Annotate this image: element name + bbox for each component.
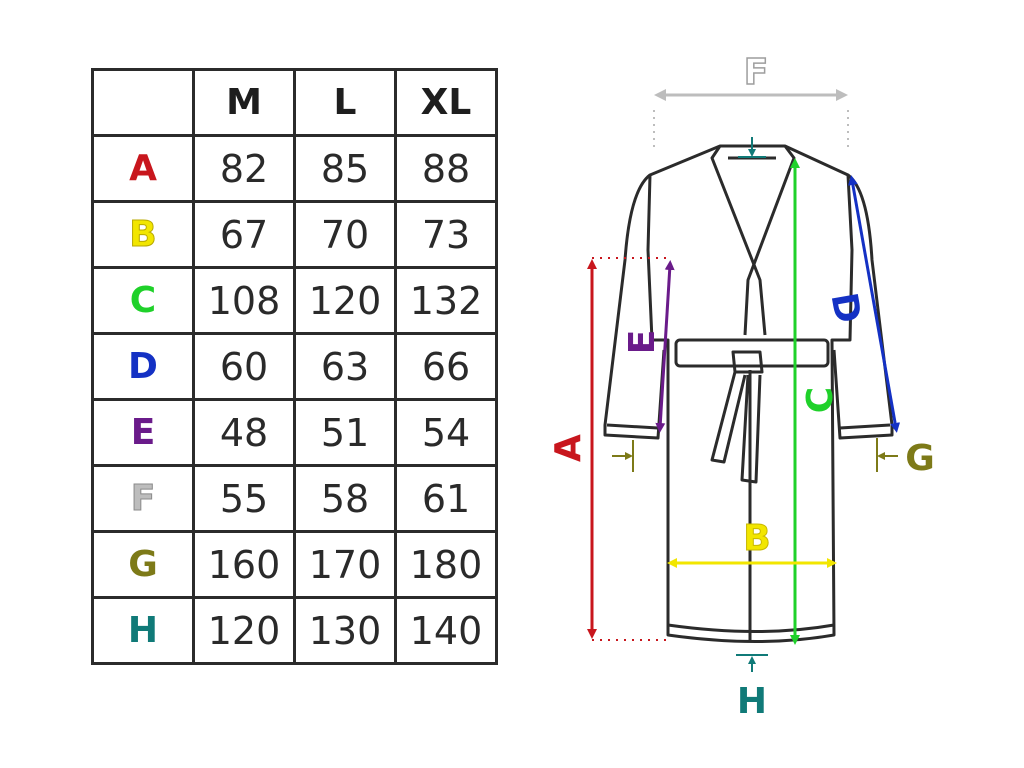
table-cell: 61 — [394, 464, 498, 533]
table-cell: 58 — [293, 464, 397, 533]
table-cell: 60 — [192, 332, 296, 401]
measure-h: H — [736, 137, 768, 722]
size-header-l: L — [293, 68, 397, 137]
table-row: C 108 120 132 — [91, 266, 498, 335]
robe-hem — [667, 623, 835, 633]
row-label-b: B — [91, 200, 195, 269]
diagram-label-a: A — [548, 434, 589, 462]
robe-belt-tail-right — [740, 374, 762, 484]
table-cell: 108 — [192, 266, 296, 335]
table-cell: 51 — [293, 398, 397, 467]
diagram-label-d: D — [823, 290, 869, 327]
bathrobe-measurement-diagram: F H C D A E B G — [548, 51, 935, 722]
measure-e-arrow — [655, 260, 675, 433]
robe-belt-tail-left — [710, 371, 747, 464]
table-cell: 63 — [293, 332, 397, 401]
table-cell: 55 — [192, 464, 296, 533]
table-cell: 48 — [192, 398, 296, 467]
table-cell: 170 — [293, 530, 397, 599]
bathrobe-outline — [603, 144, 894, 643]
table-header-row: M L XL — [91, 68, 498, 137]
table-corner-cell — [91, 68, 195, 137]
row-label-h: H — [91, 596, 195, 665]
diagram-label-e: E — [622, 330, 663, 355]
table-row: H 120 130 140 — [91, 596, 498, 665]
size-header-xl: XL — [394, 68, 498, 137]
row-label-f: F — [91, 464, 195, 533]
robe-belt-knot — [731, 350, 764, 374]
table-cell: 120 — [192, 596, 296, 665]
robe-collar-right — [743, 145, 796, 336]
diagram-label-b: B — [743, 518, 770, 559]
measure-e: E — [622, 260, 675, 433]
diagram-label-g: G — [905, 438, 935, 479]
robe-collar-left — [710, 145, 767, 336]
measure-a: A — [548, 257, 668, 641]
measure-d-arrow — [847, 175, 901, 433]
table-row: G 160 170 180 — [91, 530, 498, 599]
table-cell: 54 — [394, 398, 498, 467]
measure-d: D — [823, 175, 901, 433]
table-cell: 82 — [192, 134, 296, 203]
table-cell: 160 — [192, 530, 296, 599]
table-cell: 120 — [293, 266, 397, 335]
size-chart-table: M L XL A 82 85 88 B 67 70 73 C 108 120 1… — [91, 68, 498, 665]
table-row: F 55 58 61 — [91, 464, 498, 533]
diagram-label-c: C — [800, 387, 841, 413]
robe-belt — [674, 338, 830, 368]
measure-g: G — [612, 438, 935, 479]
table-cell: 130 — [293, 596, 397, 665]
table-cell: 70 — [293, 200, 397, 269]
robe-right-cuff — [839, 423, 891, 430]
robe-left-cuff — [606, 423, 659, 430]
row-label-e: E — [91, 398, 195, 467]
row-label-a: A — [91, 134, 195, 203]
table-cell: 132 — [394, 266, 498, 335]
table-row: E 48 51 54 — [91, 398, 498, 467]
table-cell: 140 — [394, 596, 498, 665]
table-cell: 67 — [192, 200, 296, 269]
row-label-g: G — [91, 530, 195, 599]
diagram-label-h: H — [737, 681, 767, 722]
table-cell: 73 — [394, 200, 498, 269]
table-cell: 88 — [394, 134, 498, 203]
table-cell: 85 — [293, 134, 397, 203]
table-row: B 67 70 73 — [91, 200, 498, 269]
table-row: D 60 63 66 — [91, 332, 498, 401]
diagram-label-f: F — [744, 52, 769, 93]
row-label-d: D — [91, 332, 195, 401]
robe-left-sleeve — [603, 173, 666, 440]
table-cell: 180 — [394, 530, 498, 599]
size-header-m: M — [192, 68, 296, 137]
row-label-c: C — [91, 266, 195, 335]
table-cell: 66 — [394, 332, 498, 401]
table-row: A 82 85 88 — [91, 134, 498, 203]
measure-f: F — [653, 51, 849, 150]
measure-b: B — [667, 518, 837, 568]
